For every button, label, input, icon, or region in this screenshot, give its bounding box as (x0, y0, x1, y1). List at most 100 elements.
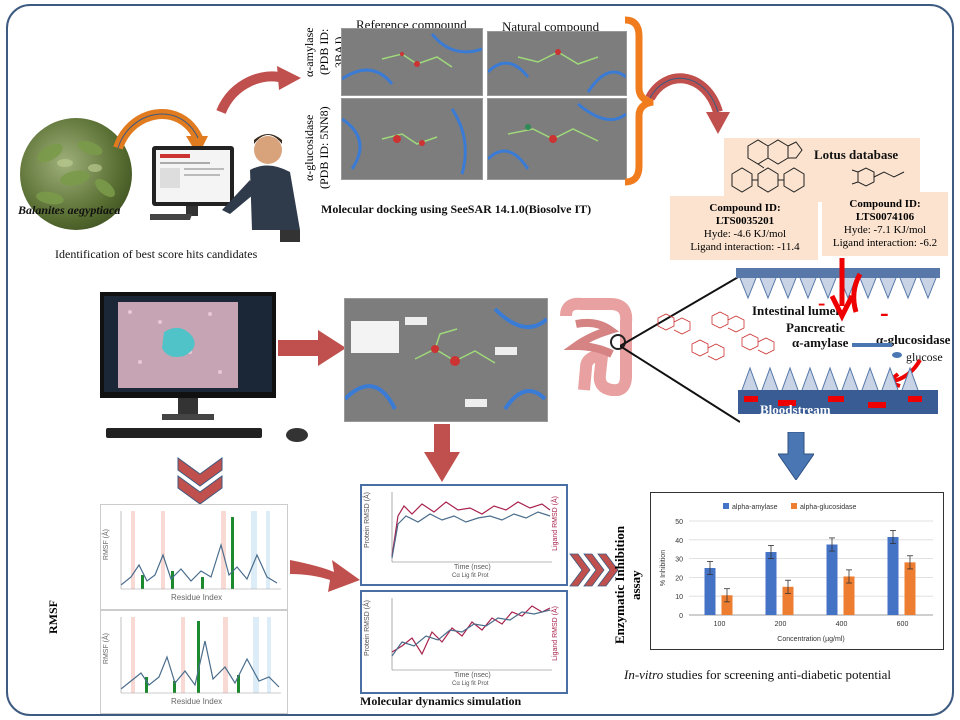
identification-caption: Identification of best score hits candid… (55, 247, 258, 261)
bar-1-2 (843, 576, 855, 615)
intestine-illustration (560, 297, 633, 396)
red-chevrons-down (177, 457, 223, 504)
y-tick-label: 50 (675, 519, 683, 526)
rmsf-plot-2: Residue Index RMSF (Å) (100, 610, 288, 714)
lotus-background (724, 138, 920, 202)
legend-swatch-1 (791, 503, 797, 509)
pancreatic-label: Pancreatic (786, 320, 845, 335)
md1-ylabel: Protein RMSD (Å) (364, 492, 371, 549)
villi-bottom (738, 364, 938, 416)
compound2-id: LTS0074106 (855, 211, 915, 223)
lotus-structure-2 (851, 167, 905, 187)
md2-legend: Cα Lig fit Prot (452, 681, 489, 687)
plant-photo (20, 118, 132, 230)
y-tick-label: 30 (675, 557, 683, 564)
mouse-icon (286, 428, 308, 442)
amylase-name: α-amylase (302, 27, 316, 77)
md1-legend: Cα Lig fit Prot (452, 573, 489, 579)
minus-sign-2: - (818, 290, 826, 315)
rmsf-ylabel-1: RMSF (Å) (103, 529, 110, 561)
assay-vertical-label: Enzymatic Inhibition assay (612, 525, 643, 645)
glucosidase-side-label: α-glucosidase (PDB ID: 5NN8) (302, 98, 332, 198)
villi-top (736, 268, 940, 300)
bar-1-1 (782, 586, 794, 615)
compound1-id: LTS0035201 (715, 215, 775, 227)
docking-panel-amylase-natural (487, 31, 627, 96)
blue-arrow-down-to-assay (778, 432, 814, 480)
glucose-molecules (657, 311, 775, 361)
x-tick-label: 600 (897, 621, 909, 628)
docking-panel-glucosidase-natural (487, 98, 627, 180)
y-tick-label: 20 (675, 575, 683, 582)
computer-user-illustration (129, 110, 310, 245)
bloodstream-label: Bloodstream (760, 402, 831, 417)
rmsf-xlabel-1: Residue Index (171, 593, 223, 602)
lotus-title: Lotus database (814, 147, 899, 162)
md-caption: Molecular dynamics simulation (360, 694, 522, 708)
x-tick-label: 400 (836, 621, 848, 628)
orange-bracket (624, 16, 654, 186)
compound1-hyde: Hyde: -4.6 KJ/mol (703, 228, 787, 240)
x-tick-label: 100 (714, 621, 726, 628)
docking-caption: Molecular docking using SeeSAR 14.1.0(Bi… (321, 202, 592, 216)
md2-xlabel: Time (nsec) (454, 672, 491, 679)
compound1-background (670, 196, 818, 260)
y-tick-label: 0 (679, 613, 683, 620)
glucosidase-name: α-glucosidase (302, 114, 316, 182)
y-tick-label: 10 (675, 594, 683, 601)
legend-swatch-0 (723, 503, 729, 509)
docking-panel-glucosidase-reference (341, 98, 483, 180)
glucose-label: glucose (906, 350, 943, 364)
natural-compound-label: Natural compound (502, 19, 600, 34)
assay-caption: In-vitro studies for screening anti-diab… (624, 667, 891, 683)
md-plot-2: Protein RMSD (Å) Time (nsec) Cα Lig fit … (360, 590, 568, 694)
assay-caption-rest: studies for screening anti-diabetic pote… (663, 667, 892, 682)
lotus-structure-1 (731, 139, 805, 193)
rmsf-xlabel-2: Residue Index (171, 697, 223, 706)
compound2-interaction: Ligand interaction: -6.2 (832, 237, 938, 249)
rmsf-label: RMSF (46, 600, 60, 634)
complex-panel (344, 298, 548, 422)
red-curved-arrow-to-lotus (646, 73, 730, 134)
x-axis-label: Concentration (µg/ml) (777, 636, 844, 643)
x-tick-label: 200 (775, 621, 787, 628)
enzyme-arrow (852, 343, 892, 347)
compound2-id-label: Compound ID: (849, 198, 921, 210)
red-arrow-down-to-md (424, 424, 460, 482)
legend-label-1: alpha-glucosidase (800, 504, 857, 511)
assay-caption-italic: In-vitro (624, 667, 664, 682)
bar-0-3 (887, 536, 899, 615)
y-tick-label: 40 (675, 538, 683, 545)
glucosidase-label: α-glucosidase (876, 332, 951, 347)
bar-0-1 (765, 552, 777, 615)
minus-sign-1: - (880, 298, 889, 327)
bar-0-0 (704, 568, 716, 615)
compound2-card: Compound ID: LTS0074106 Hyde: -7.1 KJ/mo… (824, 198, 946, 250)
rmsf-ylabel-2: RMSF (Å) (103, 633, 110, 665)
md1-side-label: Ligand RMSD (Å) (552, 496, 559, 551)
y-axis-label: % Inhibition (660, 550, 667, 586)
red-arrow-to-complex (278, 330, 346, 366)
glucose-dot (892, 352, 902, 358)
plant-name: Balanites aegyptiaca (18, 203, 121, 217)
md2-side-label: Ligand RMSD (Å) (552, 606, 559, 661)
docking-panel-amylase-reference (341, 28, 483, 96)
md1-xlabel: Time (nsec) (454, 564, 491, 571)
bar-1-3 (904, 562, 916, 615)
amylase-label: α-amylase (792, 335, 849, 350)
red-chevrons-right (569, 553, 619, 587)
md2-ylabel: Protein RMSD (Å) (364, 600, 371, 657)
red-arrow-to-md (290, 560, 360, 592)
compound2-background (822, 192, 948, 256)
bar-1-0 (721, 595, 733, 615)
intestinal-lumen-label: Intestinal lumen (752, 303, 843, 318)
zoom-lines (620, 275, 740, 423)
compound2-hyde: Hyde: -7.1 KJ/mol (843, 224, 927, 236)
compound1-card: Compound ID: LTS0035201 Hyde: -4.6 KJ/mo… (676, 202, 814, 254)
red-curved-arrow-to-docking (216, 66, 301, 115)
glucosidase-pdb: (PDB ID: 5NN8) (317, 106, 331, 190)
bar-0-2 (826, 544, 838, 615)
compound1-id-label: Compound ID: (709, 202, 781, 214)
